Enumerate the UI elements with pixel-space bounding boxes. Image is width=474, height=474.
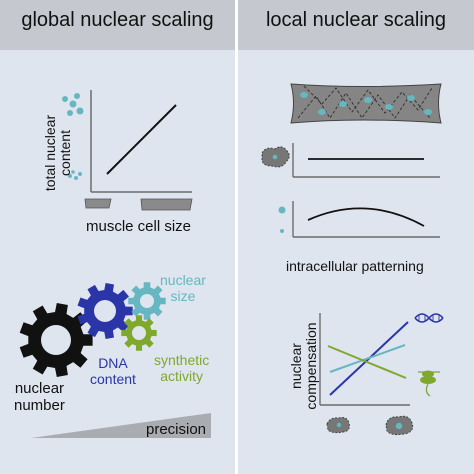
nuclear-size-label-line1: nuclear — [160, 272, 206, 288]
intracellular-patterning-label: intracellular patterning — [286, 258, 424, 274]
synthetic-activity-label: synthetic activity — [154, 352, 209, 384]
synthetic-activity-label-line1: synthetic — [154, 352, 210, 368]
large-nucleus-marker — [278, 206, 286, 214]
global-plot-ylabel-line2: content — [57, 130, 73, 176]
global-title: global nuclear scaling — [21, 9, 214, 31]
precision-label: precision — [146, 421, 207, 438]
global-plot-ylabel-line1: total nuclear — [42, 114, 58, 192]
local-title: local nuclear scaling — [265, 9, 447, 31]
compensation-plot — [319, 313, 444, 436]
large-nuclei-icon — [62, 93, 84, 116]
flat-patterning-plot — [261, 143, 440, 178]
compensation-ylabel-line1: nuclear — [288, 343, 304, 389]
global-scaling-line — [106, 104, 177, 175]
synthetic-line — [327, 345, 407, 379]
curved-patterning-plot — [278, 201, 440, 238]
global-scaling-plot — [62, 90, 193, 211]
dna-content-label-line2: content — [90, 371, 136, 387]
global-plot-xlabel: muscle cell size — [86, 218, 192, 235]
nuclear-number-label-line2: number — [14, 397, 65, 414]
synthetic-activity-gear-icon — [121, 315, 157, 351]
local-header: local nuclear scaling — [238, 0, 474, 50]
precision-wedge — [31, 413, 211, 438]
compensation-plot-ylabel: nuclear compensation — [288, 318, 319, 414]
small-muscle-cell-icon — [84, 198, 112, 209]
nuclear-size-label-line2: size — [170, 288, 196, 304]
large-cell-icon — [385, 415, 414, 436]
nuclear-number-label-line1: nuclear — [14, 380, 65, 397]
dna-helix-icon — [414, 313, 444, 323]
global-panel — [0, 0, 235, 474]
arc-curve — [307, 207, 425, 227]
small-nuclei-icon — [68, 170, 82, 180]
global-header: global nuclear scaling — [0, 0, 235, 50]
global-plot-ylabel: total nuclear content — [42, 113, 73, 193]
dna-content-label: DNA content — [90, 355, 136, 387]
small-cell-icon — [326, 417, 350, 434]
dna-content-label-line1: DNA — [98, 355, 128, 371]
compensation-ylabel-line2: compensation — [303, 322, 319, 410]
nuclear-number-label: nuclear number — [14, 380, 65, 414]
nuclear-size-gear-icon — [128, 282, 166, 320]
large-muscle-cell-icon — [140, 198, 193, 211]
synthetic-activity-label-line2: activity — [160, 368, 204, 384]
dna-content-gear-icon — [77, 283, 133, 339]
muscle-fiber-icon — [290, 83, 442, 124]
nuclear-size-line — [329, 344, 406, 373]
ribosome-icon — [418, 370, 440, 397]
nuclear-number-gear-icon — [19, 303, 93, 377]
small-nucleus-marker — [280, 229, 284, 233]
nuclear-size-label: nuclear size — [160, 272, 206, 304]
